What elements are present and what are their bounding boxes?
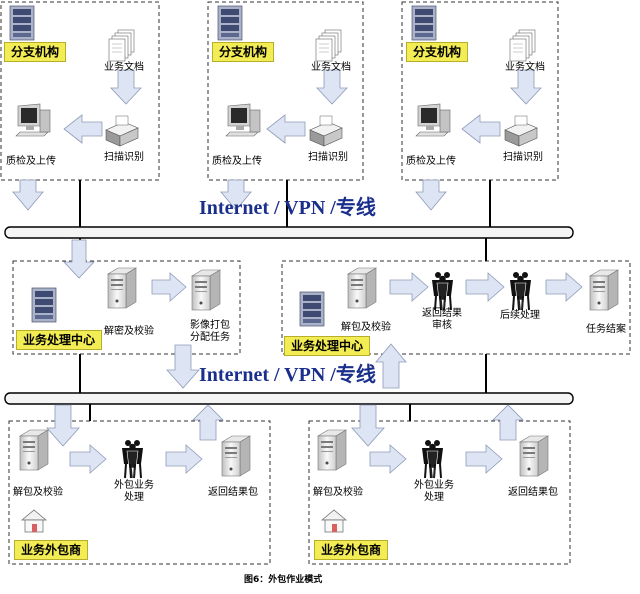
branch-label: 分支机构 xyxy=(4,42,67,62)
scan-label: 扫描识别 xyxy=(308,152,348,163)
unpack-verify-label: 解包及校验 xyxy=(313,487,363,498)
branch-box-3 xyxy=(401,1,559,181)
follow-up-label: 后续处理 xyxy=(500,310,540,321)
network-label-mid: Internet / VPN /专线 xyxy=(199,364,376,386)
unpack-verify-label: 解包及校验 xyxy=(341,322,391,333)
branch-box-2 xyxy=(207,1,364,181)
unpack-verify-label: 解包及校验 xyxy=(13,487,63,498)
decrypt-verify-label: 解密及校验 xyxy=(104,326,154,337)
vendor-label: 业务外包商 xyxy=(14,540,89,560)
vendor-label: 业务外包商 xyxy=(314,540,389,560)
vendor-box-2 xyxy=(308,420,571,565)
scan-label: 扫描识别 xyxy=(503,152,543,163)
review-line-1: 返回结果 xyxy=(422,308,462,319)
qc-upload-label: 质检及上传 xyxy=(212,156,262,167)
proc-line-1: 外包业务 xyxy=(414,480,454,491)
qc-upload-label: 质检及上传 xyxy=(406,156,456,167)
pack-line-1: 影像打包 xyxy=(190,320,230,331)
pack-assign-label: 影像打包 分配任务 xyxy=(182,320,238,344)
outsource-process-label: 外包业务 处理 xyxy=(406,480,462,504)
task-close-label: 任务结案 xyxy=(586,324,626,335)
branch-label: 分支机构 xyxy=(212,42,275,62)
scan-label: 扫描识别 xyxy=(104,152,144,163)
business-docs-label: 业务文档 xyxy=(104,62,144,73)
proc-line-2: 处理 xyxy=(424,492,444,503)
proc-line-2: 处理 xyxy=(124,492,144,503)
pack-line-2: 分配任务 xyxy=(190,332,230,343)
network-bus-mid xyxy=(4,392,574,405)
proc-line-1: 外包业务 xyxy=(114,480,154,491)
review-line-2: 审核 xyxy=(432,320,452,331)
vendor-box-1 xyxy=(8,420,271,565)
network-bus-top xyxy=(4,226,574,239)
qc-upload-label: 质检及上传 xyxy=(6,156,56,167)
outsource-process-label: 外包业务 处理 xyxy=(106,480,162,504)
center-right-box xyxy=(281,260,631,355)
return-package-label: 返回结果包 xyxy=(208,487,258,498)
branch-label: 分支机构 xyxy=(406,42,469,62)
return-package-label: 返回结果包 xyxy=(508,487,558,498)
center-label: 业务处理中心 xyxy=(284,336,371,356)
business-docs-label: 业务文档 xyxy=(311,62,351,73)
center-left-box xyxy=(12,260,241,355)
center-label: 业务处理中心 xyxy=(16,330,103,350)
return-review-label: 返回结果 审核 xyxy=(414,308,470,332)
business-docs-label: 业务文档 xyxy=(505,62,545,73)
network-label-top: Internet / VPN /专线 xyxy=(199,197,376,219)
figure-caption: 图6：外包作业模式 xyxy=(244,575,323,585)
